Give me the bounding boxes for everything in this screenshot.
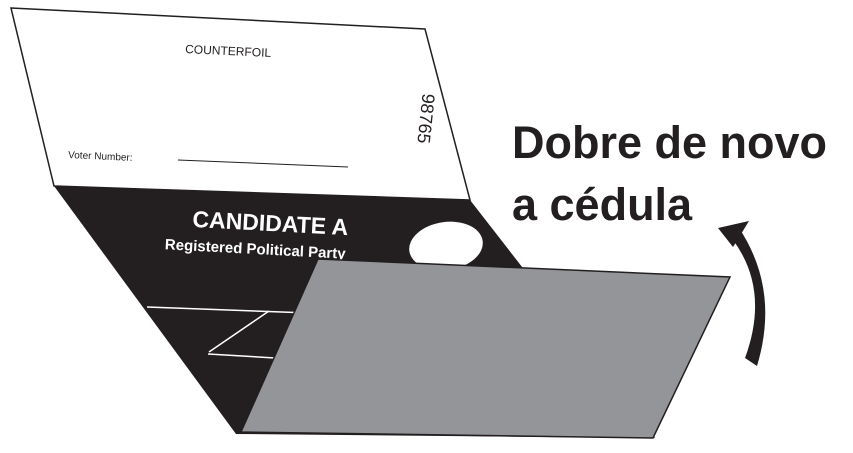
fold-instruction-line2: a cédula	[512, 174, 827, 236]
folded-flap	[241, 259, 730, 438]
curved-arrow-up-icon	[733, 228, 765, 366]
counterfoil	[11, 8, 470, 200]
fold-instruction: Dobre de novo a cédula	[512, 112, 827, 236]
fold-instruction-line1: Dobre de novo	[512, 112, 827, 174]
